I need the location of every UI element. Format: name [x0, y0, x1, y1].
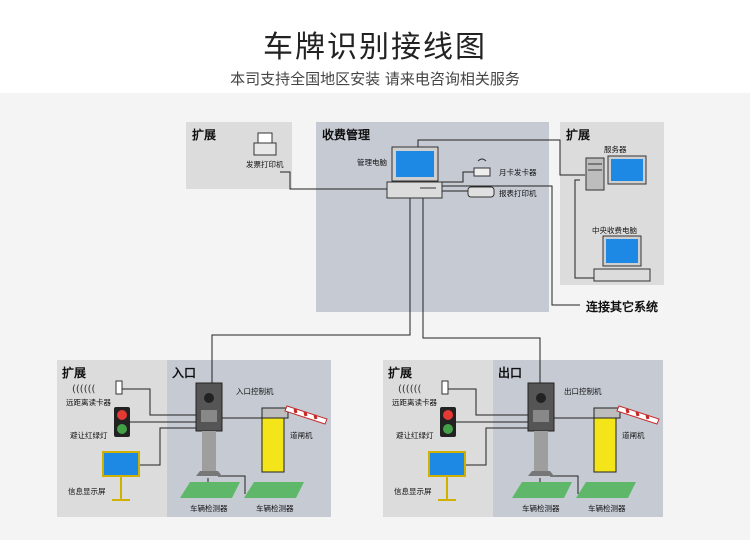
entrance-display-icon: [102, 451, 140, 501]
entrance-loop-detector-1: [180, 482, 240, 498]
card-issuer-icon: [473, 158, 491, 177]
wire-exit-display: [454, 427, 528, 466]
wire-pc-to-other-systems: [440, 185, 580, 306]
invoice-printer-label: 发票打印机: [246, 160, 284, 169]
svg-text:((((((: ((((((: [398, 384, 422, 395]
management-pc-label: 管理电脑: [357, 158, 387, 167]
management-label: 收费管理: [322, 128, 371, 142]
page-subtitle: 本司支持全国地区安装 请来电咨询相关服务: [230, 70, 520, 88]
exit-detector-right-label: 车辆检测器: [588, 504, 626, 513]
entrance-loop-detector-2: [244, 482, 304, 498]
report-printer-label: 报表打印机: [499, 189, 537, 198]
svg-text:((((((: ((((((: [72, 384, 96, 395]
exit-extension-panel: [383, 360, 493, 517]
central-pc-label: 中央收费电脑: [592, 226, 637, 235]
wire-entrance-reader: [122, 388, 196, 416]
wire-printer-to-pc: [280, 171, 390, 190]
exit-reader-icon: ((((((: [398, 380, 449, 395]
exit-ext-label: 扩展: [388, 366, 413, 380]
entrance-controller-label: 入口控制机: [236, 387, 274, 396]
wire-exit-loop2: [550, 475, 579, 494]
entrance-reader-label: 远距离读卡器: [66, 398, 111, 407]
exit-detector-left-label: 车辆检测器: [522, 504, 560, 513]
exit-controller-label: 出口控制机: [564, 387, 602, 396]
card-issuer-label: 月卡发卡器: [499, 168, 537, 177]
server-label: 服务器: [604, 145, 627, 154]
top-right-ext-label: 扩展: [566, 128, 591, 142]
wire-pc-to-server: [417, 139, 585, 176]
wire-entrance-loop2: [218, 475, 246, 494]
entrance-detector-left-label: 车辆检测器: [190, 504, 228, 513]
entrance-reader-icon: ((((((: [72, 380, 123, 395]
entrance-label: 入口: [172, 366, 197, 380]
exit-traffic-light-icon: [440, 407, 456, 437]
exit-display-icon: [428, 451, 466, 501]
wire-pc-to-exit: [422, 198, 541, 383]
entrance-detector-right-label: 车辆检测器: [256, 504, 294, 513]
exit-loop-detector-2: [576, 482, 636, 498]
other-systems-label: 连接其它系统: [586, 300, 659, 314]
page-title: 车牌识别接线图: [263, 30, 487, 65]
entrance-ext-label: 扩展: [62, 366, 87, 380]
management-pc-icon: [386, 146, 443, 199]
wire-server-to-central-pc: [574, 179, 594, 279]
exit-display-label: 信息显示屏: [394, 487, 432, 496]
exit-barrier-icon: [593, 405, 660, 473]
invoice-printer-icon: [253, 132, 277, 156]
central-pc-icon: [593, 235, 651, 282]
entrance-barrier-icon: [261, 405, 328, 473]
exit-loop-detector-1: [512, 482, 572, 498]
entrance-light-label: 避让红绿灯: [70, 431, 108, 440]
exit-barrier-label: 道闸机: [622, 431, 645, 440]
entrance-barrier-label: 道闸机: [290, 431, 313, 440]
exit-reader-label: 远距离读卡器: [392, 398, 437, 407]
server-icon: [585, 155, 647, 191]
exit-controller-icon: [527, 382, 555, 476]
wire-entrance-display: [128, 427, 196, 466]
wire-pc-to-card-issuer: [440, 171, 475, 183]
exit-light-label: 避让红绿灯: [396, 431, 434, 440]
entrance-extension-panel: [57, 360, 167, 517]
entrance-controller-icon: [195, 382, 223, 476]
entrance-traffic-light-icon: [114, 407, 130, 437]
report-printer-icon: [467, 186, 495, 198]
wire-pc-to-entrance: [211, 198, 411, 383]
entrance-display-label: 信息显示屏: [68, 487, 106, 496]
top-left-ext-label: 扩展: [192, 128, 217, 142]
wire-exit-reader: [448, 388, 528, 416]
exit-label: 出口: [498, 366, 523, 380]
